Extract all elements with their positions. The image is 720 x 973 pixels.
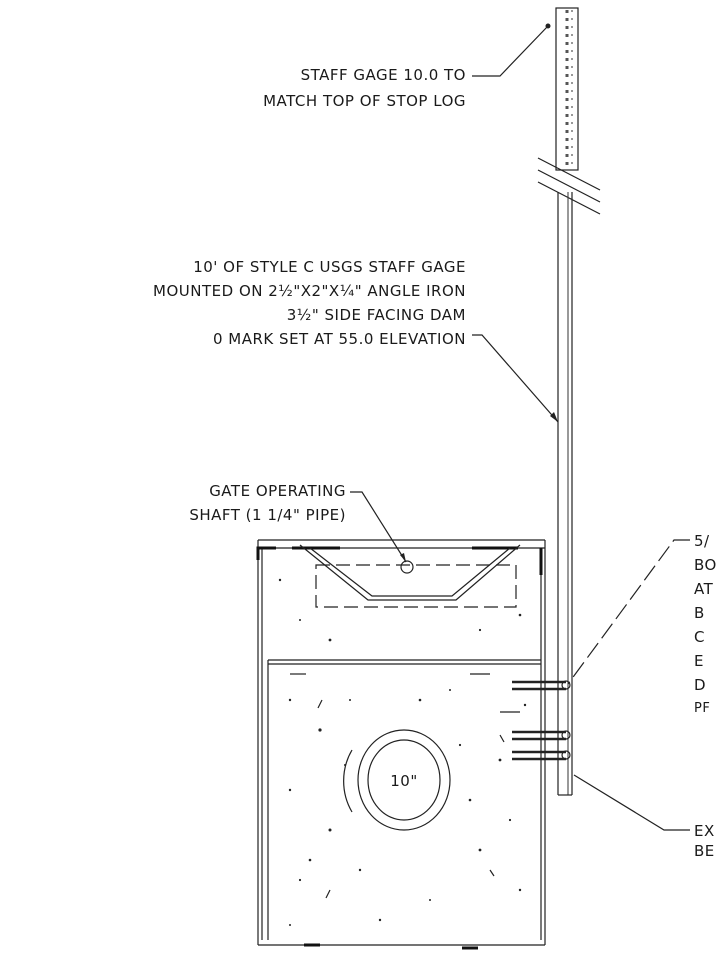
angle-iron-post [557,192,573,796]
concrete-stipple [278,578,527,926]
callout-bolts: 5/ BO AT B C E D PF [694,532,717,716]
label-style-3: 3½" SIDE FACING DAM [287,306,466,324]
label-bolt-3: AT [694,580,714,598]
label-gate-1: GATE OPERATING [209,482,346,500]
label-bolt-8: PF [694,701,710,716]
callout-staff-gage: STAFF GAGE 10.0 TO MATCH TOP OF STOP LOG [263,66,466,110]
label-ex-1: EX [694,822,715,840]
leader-lines [350,23,690,831]
label-bolt-4: B [694,604,705,622]
pipe-opening [343,729,451,831]
staff-gage-upper [555,7,579,171]
concrete-box [256,539,546,950]
label-bolt-1: 5/ [694,532,710,550]
label-gate-2: SHAFT (1 1/4" PIPE) [189,506,346,524]
callout-extension: EX BE [694,822,715,860]
label-style-4: 0 MARK SET AT 55.0 ELEVATION [213,330,466,348]
label-bolt-6: E [694,652,704,670]
label-pipe-size: 10" [390,772,418,790]
label-bolt-7: D [694,676,706,694]
label-staff-gage-1: STAFF GAGE 10.0 TO [301,66,466,84]
label-bolt-5: C [694,628,705,646]
label-style-1: 10' OF STYLE C USGS STAFF GAGE [193,258,466,276]
label-style-2: MOUNTED ON 2½"X2"X¼" ANGLE IRON [153,282,466,300]
callout-gate-shaft: GATE OPERATING SHAFT (1 1/4" PIPE) [189,482,346,524]
label-bolt-2: BO [694,556,717,574]
label-staff-gage-2: MATCH TOP OF STOP LOG [263,92,466,110]
break-lines [537,157,601,215]
anchor-bolts [512,680,571,761]
callout-style-c-gage: 10' OF STYLE C USGS STAFF GAGE MOUNTED O… [153,258,466,348]
label-ex-2: BE [694,842,715,860]
